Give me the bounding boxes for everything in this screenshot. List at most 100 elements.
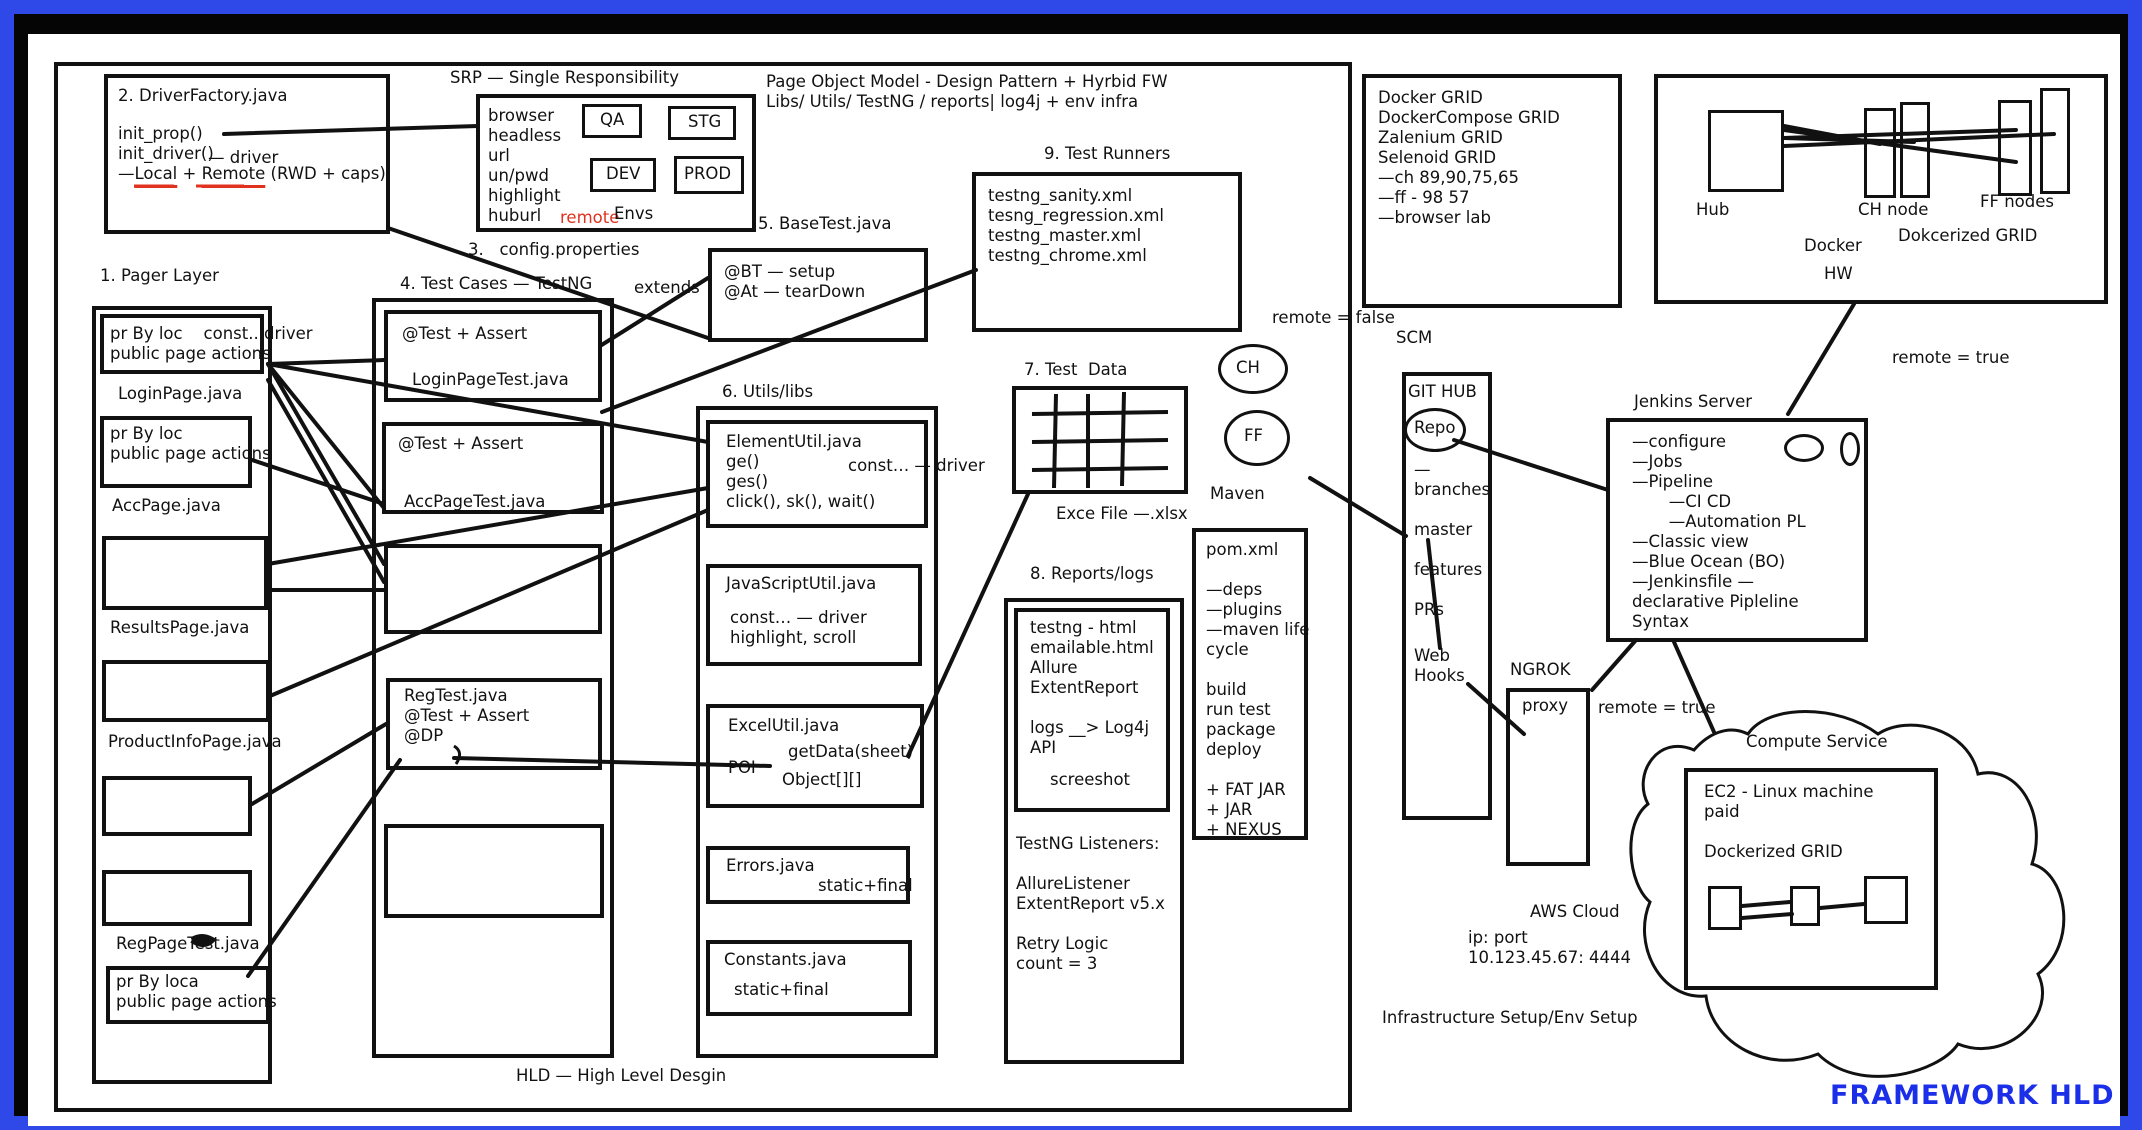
acc-page-line2: public page actions	[110, 444, 271, 463]
constants-line2: static+final	[734, 980, 829, 999]
runner-file-2: tesng_regression.xml	[988, 206, 1165, 225]
js-util-line2: const… — driver	[730, 608, 867, 627]
element-util-line4: click(), sk(), wait()	[726, 492, 876, 511]
jenkins-box	[1606, 418, 1868, 642]
wire-ec2-grid-2	[1818, 902, 1866, 910]
local-remote-line: —Local + Remote (RWD + caps)	[118, 164, 386, 183]
runner-file-4: testng_chrome.xml	[988, 246, 1147, 265]
utils-title: 6. Utils/libs	[722, 382, 814, 401]
pom-line-3: —deps	[1206, 580, 1263, 599]
js-util-line3: highlight, scroll	[730, 628, 857, 647]
wire-login-test	[266, 358, 386, 366]
wire-maven-master	[1308, 476, 1408, 538]
reports-column	[1004, 598, 1184, 1064]
pom-line-6: cycle	[1206, 640, 1249, 659]
hooks-label: Hooks	[1414, 666, 1465, 685]
errors-line1: Errors.java	[726, 856, 815, 875]
master-label: master	[1414, 520, 1473, 539]
listener-1: TestNG Listeners:	[1016, 834, 1160, 853]
base-test-box	[708, 248, 928, 342]
wire-driver-config	[222, 124, 480, 136]
init-driver-text: init_driver()	[118, 144, 214, 163]
branches-label: branches	[1414, 480, 1491, 499]
remote-true-label-top: remote = true	[1892, 348, 2010, 367]
docker-grid-item-5: —ch 89,90,75,65	[1378, 168, 1519, 187]
env-prod-label: PROD	[684, 164, 732, 183]
repo-oval	[1404, 408, 1466, 452]
wire-page5-regtest	[250, 722, 388, 806]
wire-hub-ff3	[1782, 128, 2018, 164]
ch-node-label: CH node	[1858, 200, 1929, 219]
base-test-title: 5. BaseTest.java	[758, 214, 892, 233]
remote-true-label-bottom: remote = true	[1598, 698, 1716, 717]
acc-test-line1: @Test + Assert	[398, 434, 524, 453]
listener-3: AllureListener	[1016, 874, 1130, 893]
element-util-line3: ges()	[726, 472, 769, 491]
wire-excel-testdata	[906, 492, 1030, 758]
wire-repo-jenkins	[1452, 438, 1610, 492]
wire-ec2-grid-1	[1740, 900, 1792, 908]
driver-note-text: — driver	[208, 148, 279, 167]
reg-test-line3: @DP	[404, 726, 444, 745]
docker-grid-item-3: Zalenium GRID	[1378, 128, 1503, 147]
pom-box	[1192, 528, 1308, 840]
env-dev-label: DEV	[606, 164, 641, 183]
ff-node-box-1	[1998, 100, 2032, 196]
ngrok-box	[1506, 688, 1590, 866]
config-envs-text: Envs	[614, 204, 654, 223]
ec2-box	[1684, 768, 1938, 990]
hw-grid-box	[1654, 74, 2108, 304]
wire-acc-acctest	[250, 458, 386, 506]
page-box-6	[102, 870, 252, 926]
infra-label: Infrastructure Setup/Env Setup	[1382, 1008, 1638, 1027]
acc-page-box	[100, 416, 252, 488]
proxy-label: proxy	[1522, 696, 1569, 715]
acc-test-line2: AccPageTest.java	[404, 492, 546, 511]
docker-grid-box	[1362, 74, 1622, 308]
report-item-6: logs __> Log4j	[1030, 718, 1150, 737]
ec2-paid-label: paid	[1704, 802, 1740, 821]
login-test-line2: LoginPageTest.java	[412, 370, 569, 389]
github-label: GIT HUB	[1408, 382, 1477, 401]
wire-reg-regtest	[246, 758, 402, 978]
ch-node-box-1	[1864, 108, 1896, 198]
ec2-dockerized-label: Dockerized GRID	[1704, 842, 1843, 861]
wire-branches	[1426, 538, 1442, 650]
test-box-3	[384, 544, 602, 634]
acc-test-box	[382, 422, 604, 514]
firefox-label: FF	[1244, 426, 1263, 445]
ip-address-label: 10.123.45.67: 4444	[1468, 948, 1632, 967]
pom-line-14: + JAR	[1206, 800, 1253, 819]
pom-line-9: run test	[1206, 700, 1271, 719]
chrome-node-oval	[1218, 344, 1288, 394]
listener-6: Retry Logic	[1016, 934, 1109, 953]
hub-box	[1708, 110, 1784, 192]
element-util-box	[706, 420, 928, 528]
ngrok-label: NGROK	[1510, 660, 1571, 679]
test-box-5	[384, 824, 604, 918]
driver-factory-title: 2. DriverFactory.java	[118, 86, 288, 105]
chrome-label: CH	[1236, 358, 1260, 377]
jenkins-item-4: —CI CD	[1632, 492, 1732, 511]
wire-webhooks-ngrok	[1466, 682, 1526, 736]
report-item-2: emailable.html	[1030, 638, 1154, 657]
wire-regtest-excel	[452, 756, 772, 768]
product-info-page-box	[102, 660, 270, 722]
config-label: 3. config.properties	[468, 240, 640, 259]
pom-line-8: build	[1206, 680, 1247, 699]
config-item-url: url	[488, 146, 510, 165]
base-test-setup: @BT — setup	[724, 262, 836, 281]
wire-product-elementutil	[268, 508, 710, 698]
login-page-label: LoginPage.java	[118, 384, 243, 403]
javascript-util-box	[706, 564, 922, 666]
test-data-file: Exce File —.xlsx	[1056, 504, 1188, 523]
ec2-grid-box-2	[1790, 886, 1820, 926]
pom-heading: Page Object Model - Design Pattern + Hyr…	[766, 72, 1168, 91]
jenkins-item-9: declarative Pipleline	[1632, 592, 1799, 611]
jenkins-item-5: —Automation PL	[1632, 512, 1806, 531]
reg-page-box	[106, 966, 270, 1024]
web-label: Web	[1414, 646, 1450, 665]
login-page-box	[100, 314, 264, 374]
docker-label: Docker	[1804, 236, 1862, 255]
errors-line2: static+final	[818, 876, 913, 895]
